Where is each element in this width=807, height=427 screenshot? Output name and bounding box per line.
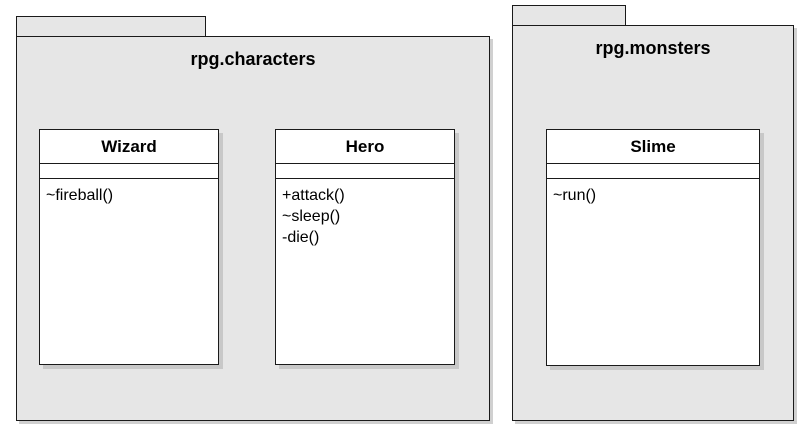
package-tab (16, 16, 206, 38)
operation: ~fireball() (46, 187, 114, 204)
attributes-compartment (40, 164, 218, 179)
operations-compartment: +attack() ~sleep() -die() (276, 179, 454, 248)
package-body: rpg.characters Wizard ~fireball() Hero +… (16, 36, 490, 421)
package-body: rpg.monsters Slime ~run() (512, 25, 794, 421)
package-name: rpg.characters (190, 49, 316, 69)
operation: -die() (282, 229, 320, 246)
operations-compartment: ~run() (547, 179, 759, 206)
class-name: Wizard (40, 130, 218, 164)
class-slime[interactable]: Slime ~run() (546, 129, 760, 366)
operation: ~sleep() (282, 208, 341, 225)
operation: ~run() (553, 187, 597, 204)
operations-compartment: ~fireball() (40, 179, 218, 206)
operation: +attack() (282, 187, 345, 204)
class-name: Slime (547, 130, 759, 164)
package-tab (512, 5, 626, 27)
class-wizard[interactable]: Wizard ~fireball() (39, 129, 219, 365)
attributes-compartment (276, 164, 454, 179)
class-name: Hero (276, 130, 454, 164)
class-hero[interactable]: Hero +attack() ~sleep() -die() (275, 129, 455, 365)
package-name: rpg.monsters (595, 38, 711, 58)
attributes-compartment (547, 164, 759, 179)
